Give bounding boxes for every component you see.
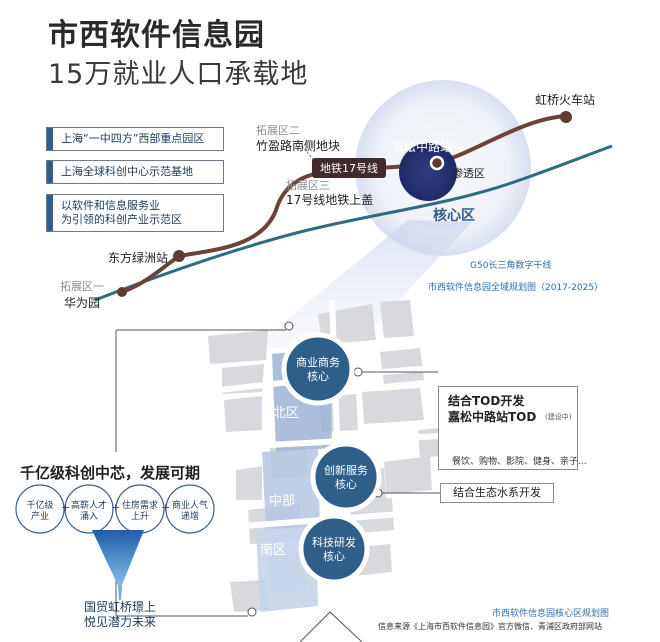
tod-items: 餐饮、购物、影院、健身、亲子... xyxy=(452,457,587,467)
shentou-label: 渗透区 xyxy=(452,167,485,180)
hongqiao-label: 虹桥火车站 xyxy=(535,93,596,107)
funnel xyxy=(92,530,144,590)
plus-sign-1: + xyxy=(61,501,71,514)
plus-sign-3: + xyxy=(161,501,171,514)
tod-box xyxy=(438,386,578,470)
chip-item-2: 高薪人才涌入 xyxy=(70,501,107,522)
tod-highlight: 约5.4万m²滨水商业 xyxy=(452,435,560,449)
core-label: 核心区 xyxy=(433,208,475,224)
river-line xyxy=(94,144,613,302)
zone-south-label: 南区 xyxy=(260,543,287,558)
node-biz xyxy=(281,332,355,406)
page-subtitle: 15万就业人口承载地 xyxy=(48,59,309,90)
zone-north-label: 北区 xyxy=(273,406,300,421)
ext3-label: 拓展区三 xyxy=(286,179,330,192)
station-ext1 xyxy=(117,287,127,297)
tod-line2: 嘉松中路站TOD xyxy=(448,410,537,424)
g50-label: G50长三角数字干线 xyxy=(470,261,552,271)
chip-item-3: 住房需求上升 xyxy=(121,501,158,522)
node-inno-label: 创新服务核心 xyxy=(324,464,368,491)
node-tech-label: 科技研发核心 xyxy=(312,536,356,563)
ext2-label: 拓展区二 xyxy=(256,124,300,137)
page-title: 市西软件信息园 xyxy=(48,18,265,53)
zone-middle-label: 中部 xyxy=(269,494,296,509)
tod-line1: 结合TOD开发 xyxy=(448,394,525,408)
plan-title: 市西软件信息园全域规划图（2017-2025） xyxy=(428,283,604,293)
outcome-text: 国贸虹桥璟上悦见潜力未来 xyxy=(83,600,156,629)
eco-box: 结合生态水系开发 xyxy=(440,483,554,503)
tod-note: (建设中) xyxy=(545,413,572,421)
plus-sign-2: + xyxy=(111,501,121,514)
metro-label: 地铁17号线 xyxy=(312,158,386,178)
ext1-name: 华为园 xyxy=(64,296,101,310)
dongfang-label: 东方绿洲站 xyxy=(108,251,169,265)
node-inno xyxy=(310,441,382,513)
zone-middle xyxy=(262,448,320,530)
node-tech xyxy=(298,513,370,585)
ext2-name: 竹盈路南侧地块 xyxy=(256,139,341,153)
chip-item-4: 商业人气递增 xyxy=(171,501,208,522)
chip-item-1: 千亿级产业 xyxy=(26,501,54,522)
feature-box-3: 以软件和信息服务业 为引领的科创产业示范区 xyxy=(46,194,224,232)
source-title: 市西软件信息园核心区规划图 xyxy=(492,609,610,619)
focus-beam xyxy=(250,220,472,350)
ext3-name: 17号线地铁上盖 xyxy=(286,193,374,207)
feature-box-2: 上海全球科创中心示范基地 xyxy=(46,160,224,184)
station-dongfang xyxy=(173,250,185,262)
ext1-label: 拓展区一 xyxy=(60,280,104,293)
core-circle xyxy=(399,143,457,201)
node-biz-label: 商业商务核心 xyxy=(296,356,340,383)
source-text: 信息来源《上海市西软件信息园》官方微信、青浦区政府部网站 xyxy=(378,622,602,631)
jiasong-label: 嘉松中路站 xyxy=(392,140,453,154)
station-hongqiao xyxy=(560,111,572,123)
station-jiasong xyxy=(429,155,445,171)
feature-box-1: 上海“一中四方”西部重点园区 xyxy=(46,127,224,151)
chip-title: 千亿级科创中芯，发展可期 xyxy=(20,464,201,482)
